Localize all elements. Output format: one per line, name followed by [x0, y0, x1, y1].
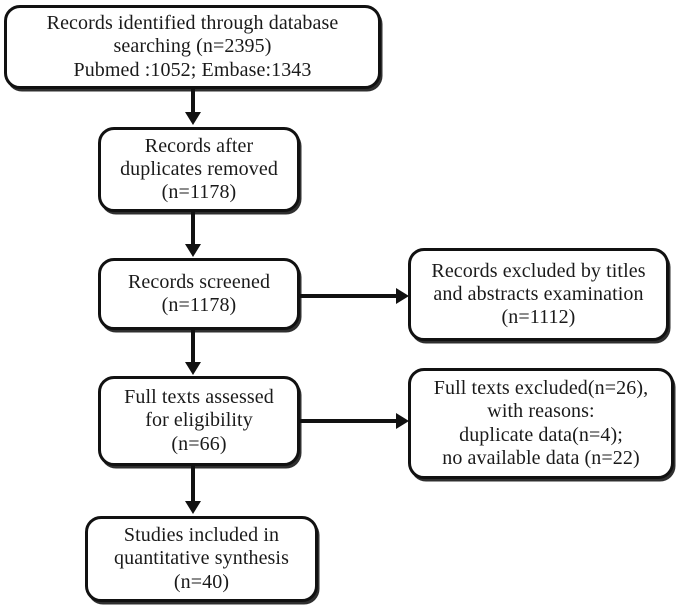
records-screened-line-1: Records screened [127, 270, 271, 293]
edge-screened-to-fulltext-line [191, 330, 195, 364]
records-identified-line-3: Pubmed :1052; Embase:1343 [73, 58, 312, 81]
edge-fulltext-to-included-line [191, 466, 195, 504]
edge-identified-to-duplicates-arrowhead [185, 112, 201, 125]
studies-included-box: Studies included in quantitative synthes… [85, 516, 318, 602]
records-after-duplicates-line-3: (n=1178) [161, 181, 237, 204]
studies-included-line-3: (n=40) [173, 570, 230, 593]
edge-fulltext-to-excluded-fulltext-arrowhead [396, 413, 409, 429]
full-texts-assessed-line-2: for eligibility [145, 409, 253, 432]
full-texts-excluded-line-4: no available data (n=22) [442, 446, 640, 469]
full-texts-assessed-line-1: Full texts assessed [124, 386, 274, 409]
records-excluded-titles-line-3: (n=1112) [501, 306, 576, 329]
full-texts-excluded-line-2: with reasons: [487, 400, 595, 423]
records-after-duplicates-line-2: duplicates removed [120, 157, 278, 180]
records-identified-line-2: searching (n=2395) [113, 35, 272, 58]
edge-screened-to-fulltext-arrowhead [185, 362, 201, 375]
full-texts-excluded-line-3: duplicate data(n=4); [459, 423, 623, 446]
studies-included-line-2: quantitative synthesis [114, 547, 289, 570]
full-texts-excluded-box: Full texts excluded(n=26), with reasons:… [408, 368, 674, 479]
edge-fulltext-to-excluded-fulltext-line [300, 419, 398, 423]
records-screened-line-2: (n=1178) [161, 294, 237, 316]
full-texts-assessed-line-3: (n=66) [171, 432, 227, 455]
edge-duplicates-to-screened-line [191, 212, 195, 246]
studies-included-line-1: Studies included in [123, 524, 280, 547]
records-identified-line-1: Records identified through database [46, 12, 339, 35]
records-identified-box: Records identified through database sear… [4, 5, 381, 89]
edge-identified-to-duplicates-line [191, 89, 195, 114]
records-after-duplicates-box: Records after duplicates removed (n=1178… [98, 127, 300, 212]
records-screened-box: Records screened (n=1178) [98, 258, 300, 330]
full-texts-assessed-box: Full texts assessed for eligibility (n=6… [98, 376, 300, 466]
edge-duplicates-to-screened-arrowhead [185, 244, 201, 257]
edge-screened-to-excluded-titles-arrowhead [396, 288, 409, 304]
full-texts-excluded-line-1: Full texts excluded(n=26), [433, 377, 649, 400]
edge-fulltext-to-included-arrowhead [185, 501, 201, 514]
edge-screened-to-excluded-titles-line [300, 294, 398, 298]
records-excluded-titles-line-2: and abstracts examination [433, 282, 644, 305]
records-excluded-titles-line-1: Records excluded by titles [431, 259, 646, 282]
records-after-duplicates-line-1: Records after [144, 134, 254, 157]
records-excluded-titles-box: Records excluded by titles and abstracts… [408, 248, 669, 341]
